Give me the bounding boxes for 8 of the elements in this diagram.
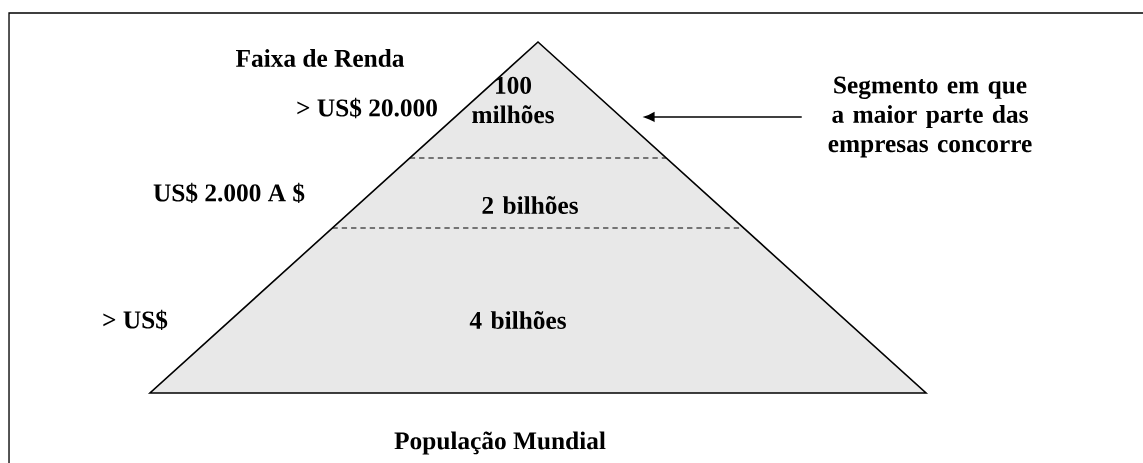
node-label: 2 bilhões xyxy=(482,196,578,214)
axis-label: US$ 2.000 A $ xyxy=(153,182,305,204)
annotation-text: Segmento em que a maior parte das empresas concorre xyxy=(828,76,1032,158)
arrow xyxy=(644,112,803,122)
axis-label: População Mundial xyxy=(394,431,606,455)
pyramid-tier: 2 bilhões xyxy=(332,158,744,228)
node-label: 4 bilhões xyxy=(469,311,566,329)
node-label: 100 milhões xyxy=(472,76,554,124)
